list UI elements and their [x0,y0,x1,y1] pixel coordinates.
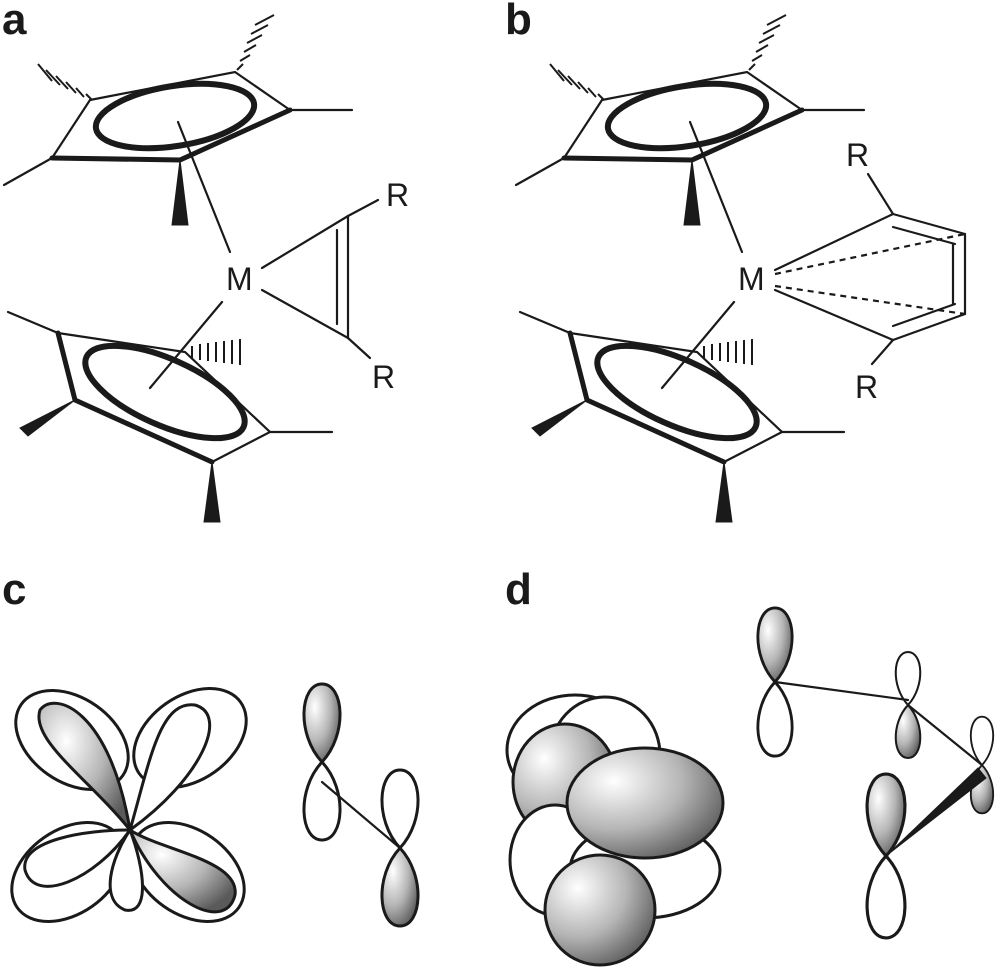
d-orbital-d [505,693,725,967]
panel-b-label: b [505,0,532,44]
metal-atom-a: M [226,261,253,297]
metal-atom-b: M [738,261,765,297]
panel-c-label: c [2,565,26,614]
metallacycle-p-orbitals-d [756,606,995,940]
panel-a-label: a [2,0,27,44]
panel-d-label: d [505,565,532,614]
alkyne-p-orbitals-c [302,682,420,928]
r-group-bottom-a: R [372,359,395,395]
r-group-top-a: R [386,177,409,213]
d-orbital-c [10,687,248,923]
panel-c: c [2,565,420,928]
panel-d: d [505,565,995,967]
r-group-bottom-b: R [855,369,878,405]
panel-a: a M R R [2,0,409,522]
r-group-top-b: R [846,137,869,173]
panel-b: b M R R [505,0,967,522]
